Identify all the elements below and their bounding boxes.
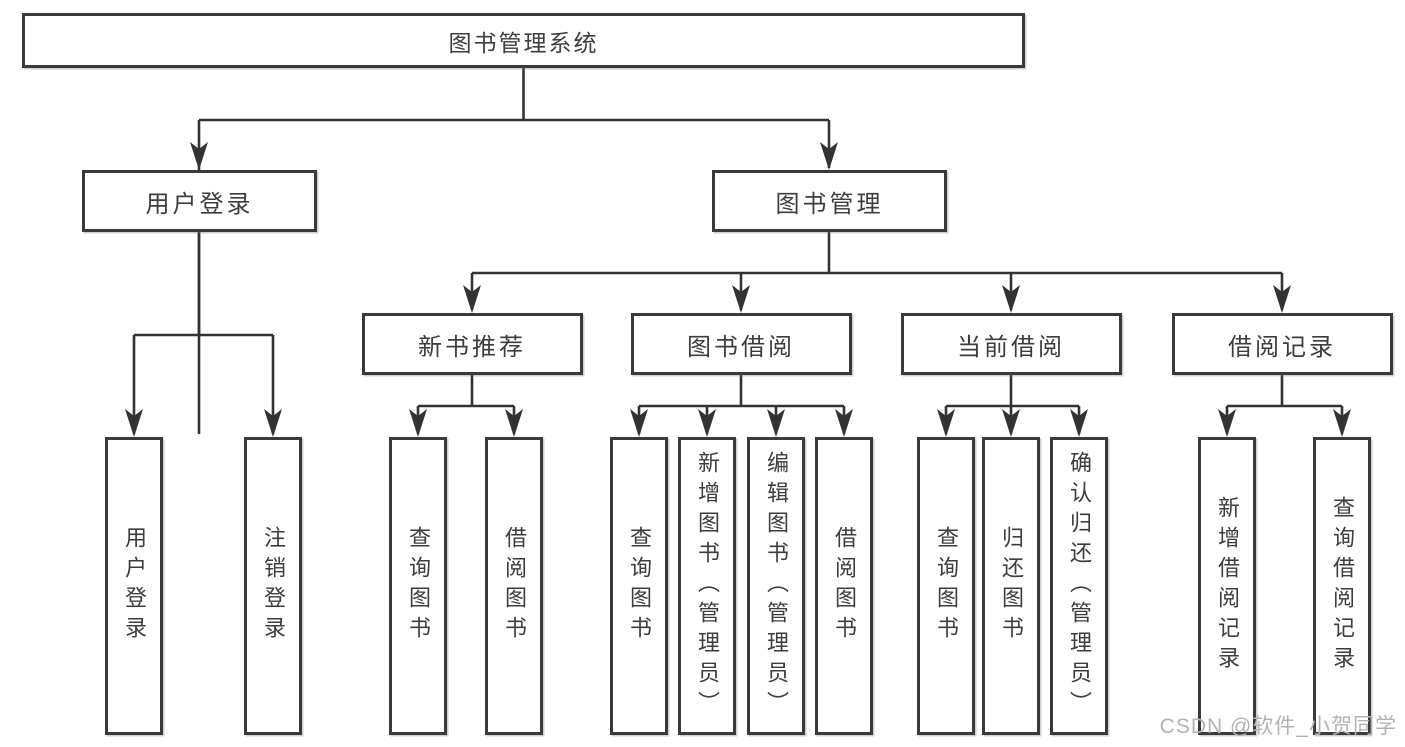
leaf-label: 查询图书	[406, 526, 431, 646]
leaf-label: 查询借阅记录	[1330, 496, 1355, 676]
node-system-root: 图书管理系统	[22, 13, 1025, 68]
leaf-label: 查询图书	[934, 526, 959, 646]
node-borrow-records: 借阅记录	[1171, 313, 1393, 375]
node-user-login: 用户登录	[82, 170, 317, 232]
leaf-label: 确认归还（管理员）	[1067, 451, 1092, 721]
node-book-borrow: 图书借阅	[630, 313, 852, 375]
node-label: 图书借阅	[687, 333, 795, 361]
leaf-label: 编辑图书（管理员）	[764, 451, 789, 721]
leaf-label: 借阅图书	[502, 526, 527, 646]
leaf-label: 归还图书	[999, 526, 1024, 646]
node-label: 图书管理系统	[448, 29, 599, 56]
leaf-borrow-books: 借阅图书	[815, 437, 873, 735]
node-label: 用户登录	[145, 190, 254, 218]
arrowheads	[125, 142, 1351, 437]
leaf-label: 借阅图书	[832, 526, 857, 646]
leaf-label: 查询图书	[627, 526, 652, 646]
node-label: 新书推荐	[418, 333, 526, 361]
leaf-label: 新增借阅记录	[1215, 496, 1240, 676]
node-label: 图书管理	[775, 190, 884, 218]
leaf-add-borrow-record: 新增借阅记录	[1198, 437, 1256, 735]
leaf-label: 用户登录	[122, 526, 147, 646]
leaf-confirm-return-admin: 确认归还（管理员）	[1050, 437, 1108, 735]
node-label: 当前借阅	[957, 333, 1065, 361]
node-book-management: 图书管理	[712, 170, 947, 232]
leaf-borrow-books-recommend: 借阅图书	[485, 437, 543, 735]
node-new-book-recommend: 新书推荐	[361, 313, 583, 375]
leaf-label: 新增图书（管理员）	[695, 451, 720, 721]
node-current-borrow: 当前借阅	[900, 313, 1122, 375]
leaf-query-books-recommend: 查询图书	[389, 437, 447, 735]
leaf-logout: 注销登录	[244, 437, 302, 735]
leaf-user-login: 用户登录	[105, 437, 163, 735]
leaf-label: 注销登录	[261, 526, 286, 646]
leaf-add-books-admin: 新增图书（管理员）	[678, 437, 736, 735]
leaf-return-books: 归还图书	[982, 437, 1040, 735]
node-label: 借阅记录	[1228, 333, 1336, 361]
leaf-query-books-borrow: 查询图书	[610, 437, 668, 735]
leaf-query-books-current: 查询图书	[917, 437, 975, 735]
leaf-query-borrow-record: 查询借阅记录	[1313, 437, 1371, 735]
leaf-edit-books-admin: 编辑图书（管理员）	[747, 437, 805, 735]
csdn-watermark: CSDN @软件_小贺同学	[1159, 715, 1397, 738]
